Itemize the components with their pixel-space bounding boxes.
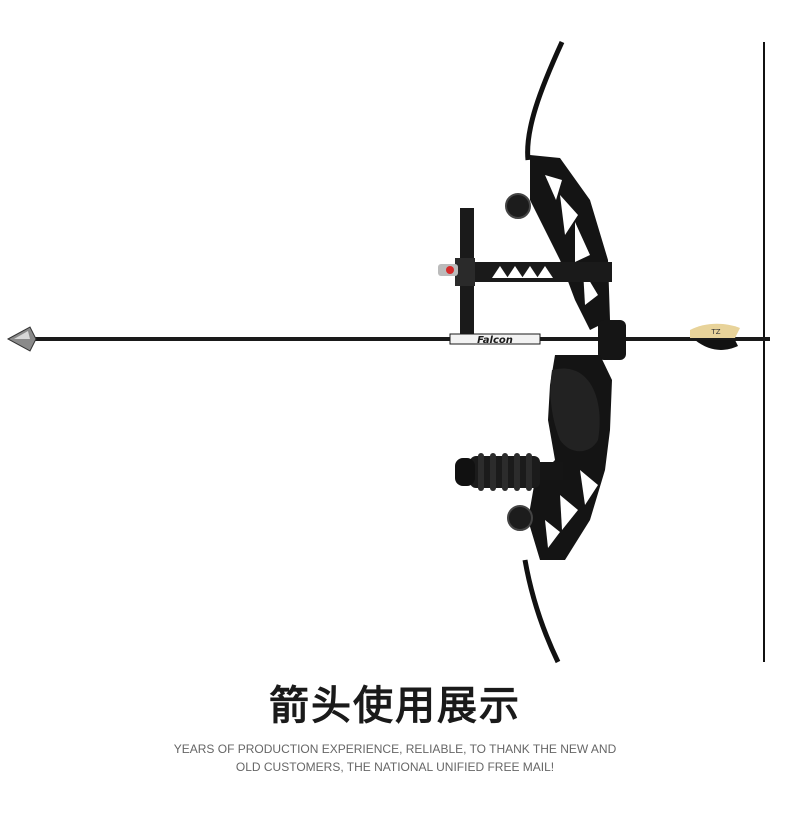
arrowhead-blade: [14, 331, 30, 339]
fletching-vane-dark: [695, 340, 738, 350]
limb-bolt-lower: [507, 505, 533, 531]
lower-limb: [522, 559, 561, 664]
caption-subtitle: YEARS OF PRODUCTION EXPERIENCE, RELIABLE…: [173, 742, 617, 774]
page-title: 箭头使用展示: [269, 683, 521, 729]
riser-cutout: [575, 222, 590, 262]
riser-cutout: [560, 495, 578, 530]
sight-pin-icon: [446, 266, 454, 274]
stabilizer-ring: [478, 453, 484, 491]
riser-cutout: [545, 175, 562, 200]
stabilizer-ring: [526, 453, 532, 491]
upper-riser: [530, 155, 610, 330]
arrow-rest: [598, 320, 626, 360]
stabilizer-ring: [502, 453, 508, 491]
grip: [550, 368, 600, 452]
fletching-vane: [690, 323, 740, 338]
upper-limb: [525, 40, 565, 161]
stabilizer-cap: [455, 458, 475, 486]
stabilizer-ring: [514, 453, 520, 491]
riser-cutout: [545, 520, 560, 548]
arrow-shaft-text: Falcon: [477, 335, 513, 346]
sight-bar-cutout: [522, 266, 538, 278]
fletching-text: TZ: [710, 328, 720, 336]
arrow-shaft: [32, 337, 770, 341]
riser-cutout: [560, 195, 578, 235]
limb-bolt-upper: [505, 193, 531, 219]
riser-cutout: [580, 470, 598, 505]
bow-and-arrow-photo: Falcon TZ: [6, 40, 770, 664]
sight-bar-cutout: [507, 266, 523, 278]
sight-bar-cutout: [537, 266, 553, 278]
stabilizer-mount: [535, 462, 563, 480]
sight-bar-cutout: [492, 266, 508, 278]
stabilizer-ring: [490, 453, 496, 491]
sight-housing: [455, 258, 475, 286]
caption-block: 箭头使用展示 YEARS OF PRODUCTION EXPERIENCE, R…: [0, 682, 790, 776]
arrow-label-band: [449, 333, 541, 345]
